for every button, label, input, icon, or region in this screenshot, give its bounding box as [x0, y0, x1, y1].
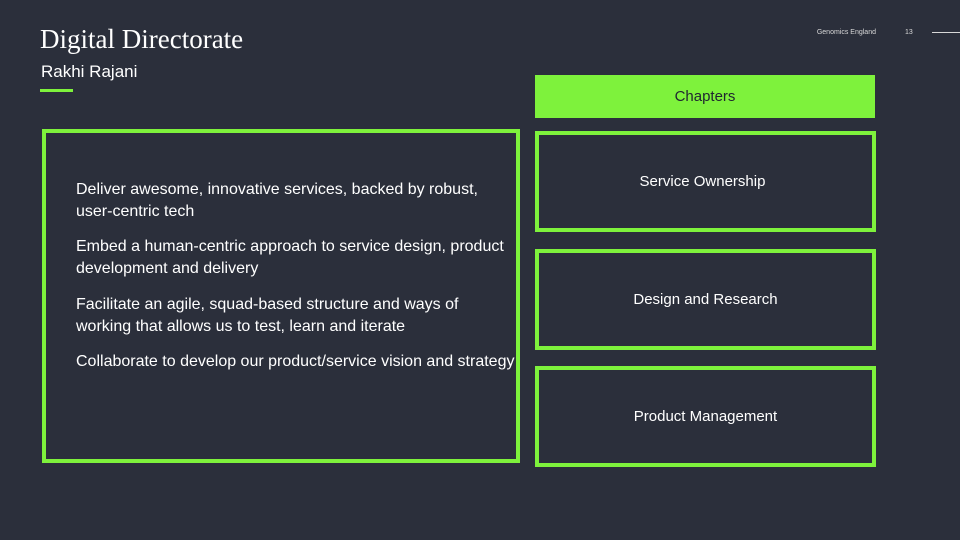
goals-box: [42, 129, 520, 463]
goal-item: Deliver awesome, innovative services, ba…: [76, 181, 478, 220]
chapter-label: Design and Research: [633, 291, 778, 308]
goal-item: Embed a human-centric approach to servic…: [76, 238, 504, 277]
accent-bar: [40, 89, 73, 92]
chapter-box-design-research: Design and Research: [535, 249, 876, 350]
goal-item: Facilitate an agile, squad-based structu…: [76, 296, 459, 335]
chapter-box-service-ownership: Service Ownership: [535, 131, 876, 232]
chapters-header: Chapters: [535, 75, 875, 118]
chapter-label: Product Management: [633, 408, 778, 425]
chapter-box-product-management: Product Management: [535, 366, 876, 467]
slide-title: Digital Directorate: [40, 24, 244, 54]
slide-subtitle: Rakhi Rajani: [41, 62, 138, 81]
brand-label: Genomics England: [816, 29, 876, 36]
chapter-label: Service Ownership: [639, 173, 766, 190]
page-number-line: [932, 32, 960, 33]
page-number: 13: [905, 29, 913, 36]
goal-item: Collaborate to develop our product/servi…: [76, 353, 515, 370]
